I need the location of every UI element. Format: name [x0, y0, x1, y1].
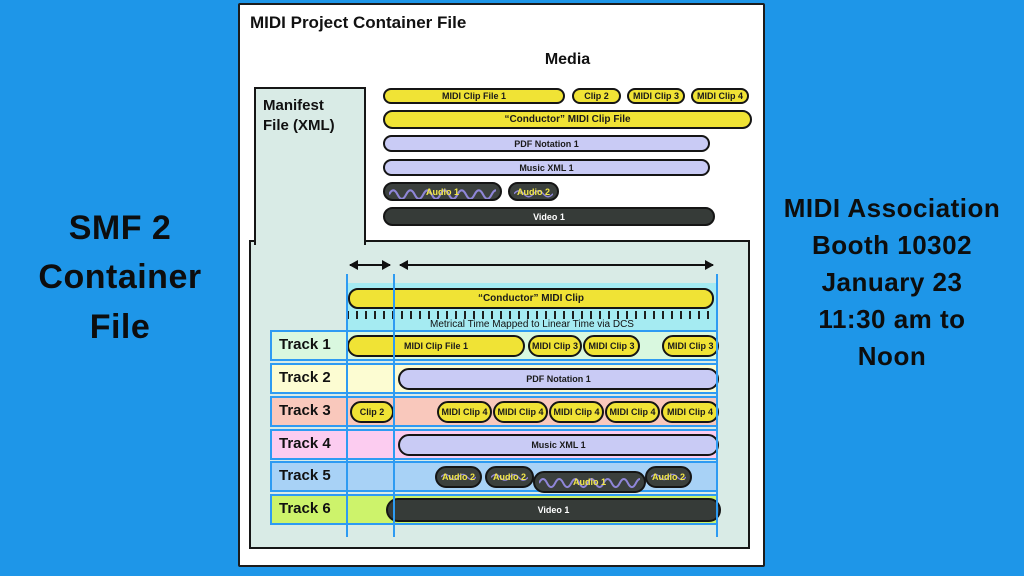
waveform-icon [514, 190, 553, 198]
left-caption-line: SMF 2 [68, 209, 172, 247]
waveform-icon [491, 473, 528, 481]
manifest-file-box: Manifest File (XML) [254, 87, 366, 245]
track-row-4: Track 4 Music XML 1 [270, 429, 719, 460]
left-caption-line: File [89, 307, 151, 346]
track-clip: MIDI Clip 3 [528, 335, 582, 357]
right-caption-line: Booth 10302 [811, 229, 973, 260]
track-row-5: Track 5 Audio 2 Audio 2 Audio 1 Audio 2 [270, 461, 718, 493]
track-clip: MIDI Clip 4 [437, 401, 492, 423]
track-clip: Audio 2 [435, 466, 482, 488]
right-caption-line: January 23 [821, 266, 963, 297]
waveform-icon [389, 189, 496, 199]
track-row-6: Track 6 Video 1 [270, 494, 721, 525]
right-caption-line: 11:30 am to [818, 303, 966, 334]
track-label: Track 5 [279, 467, 331, 484]
media-pdf-notation: PDF Notation 1 [383, 135, 710, 152]
media-heading: Media [544, 51, 591, 68]
conductor-strip: “Conductor” MIDI Clip Metrical Time Mapp… [346, 283, 718, 331]
left-caption-line: Container [38, 258, 202, 297]
waveform-icon [539, 478, 640, 489]
track-clip: MIDI Clip 4 [549, 401, 604, 423]
track-clip: Audio 2 [485, 466, 534, 488]
right-caption-line: MIDI Association [783, 193, 1001, 223]
waveform-icon [441, 473, 476, 481]
media-music-xml: Music XML 1 [383, 159, 710, 176]
waveform-icon [651, 473, 686, 481]
track-label: Track 2 [279, 369, 331, 386]
metrical-ruler-icon [347, 311, 717, 319]
track-label: Track 6 [279, 500, 331, 517]
track-label: Track 3 [279, 402, 331, 419]
media-clip: MIDI Clip 3 [627, 88, 685, 104]
track-clip: MIDI Clip 4 [493, 401, 548, 423]
metrical-span-arrow-icon [349, 260, 391, 270]
track-clip: MIDI Clip 4 [605, 401, 660, 423]
media-conductor-clip: “Conductor” MIDI Clip File [383, 110, 752, 129]
track-row-2: Track 2 PDF Notation 1 [270, 363, 719, 394]
track-clip: MIDI Clip 3 [583, 335, 640, 357]
track-clip: Clip 2 [350, 401, 394, 423]
container-title: MIDI Project Container File [250, 13, 467, 32]
midi-project-container-box: MIDI Project Container File Media Manife… [238, 3, 765, 567]
timeline-conductor-clip: “Conductor” MIDI Clip [348, 288, 714, 309]
media-clip: Clip 2 [572, 88, 621, 104]
timeline-guide-line [716, 274, 718, 537]
track-clip: Audio 1 [533, 471, 646, 493]
track-label: Track 1 [279, 336, 331, 353]
left-caption: SMF 2 Container File [18, 204, 222, 352]
media-audio-1: Audio 1 [383, 182, 502, 201]
right-caption-line: Noon [857, 340, 927, 371]
ruler-caption: Metrical Time Mapped to Linear Time via … [430, 319, 634, 330]
track-clip: MIDI Clip 4 [661, 401, 719, 423]
track-row-1: Track 1 MIDI Clip File 1 MIDI Clip 3 MID… [270, 330, 719, 361]
linear-span-arrow-icon [399, 260, 714, 270]
timeline-guide-line [393, 274, 395, 537]
track-clip: MIDI Clip File 1 [347, 335, 525, 357]
track-clip: Music XML 1 [398, 434, 719, 456]
track-row-3: Track 3 Clip 2 MIDI Clip 4 MIDI Clip 4 M… [270, 396, 719, 427]
media-clip: MIDI Clip 4 [691, 88, 749, 104]
track-label: Track 4 [279, 435, 331, 452]
timeline-guide-line [346, 274, 348, 537]
right-caption: MIDI Association Booth 10302 January 23 … [764, 190, 1020, 375]
media-video-1: Video 1 [383, 207, 715, 226]
manifest-label: Manifest File (XML) [263, 97, 335, 134]
media-audio-2: Audio 2 [508, 182, 559, 201]
track-clip: MIDI Clip 3 [662, 335, 719, 357]
track-clip: Audio 2 [645, 466, 692, 488]
track-clip: PDF Notation 1 [398, 368, 719, 390]
track-clip: Video 1 [386, 498, 721, 522]
media-clip: MIDI Clip File 1 [383, 88, 565, 104]
